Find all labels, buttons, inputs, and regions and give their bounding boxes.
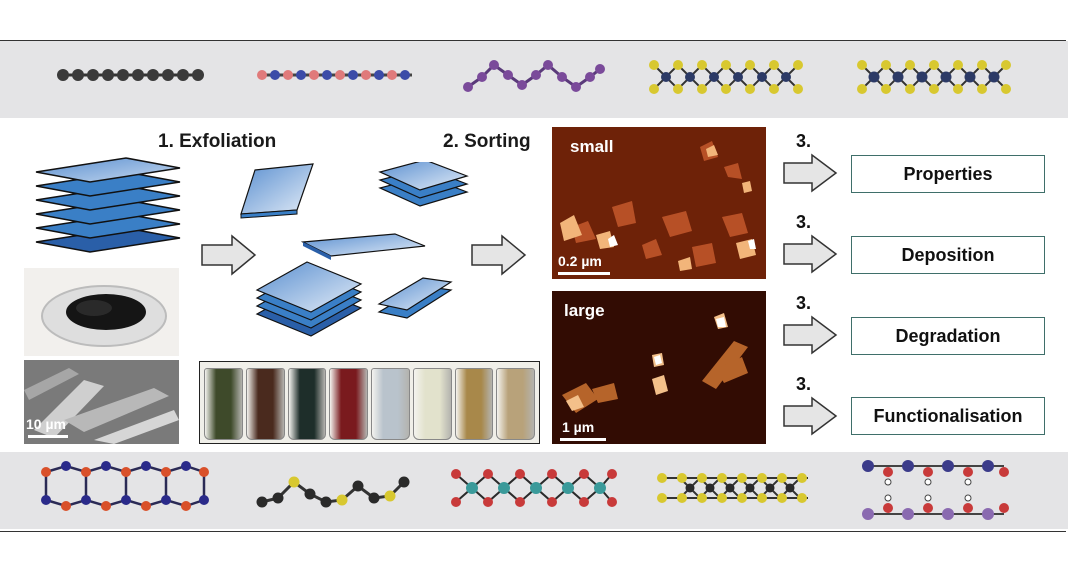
arrow-functionalisation-icon bbox=[783, 396, 838, 436]
bottom-structures bbox=[41, 460, 1009, 520]
step3-label-3: 3. bbox=[796, 293, 812, 313]
dispersion-vials-photo bbox=[199, 361, 540, 444]
bottom-structure-band bbox=[0, 452, 1068, 529]
outcome-properties: Properties bbox=[851, 155, 1045, 193]
top-structures bbox=[57, 60, 1011, 94]
outcome-functionalisation: Functionalisation bbox=[851, 397, 1045, 435]
hydroxide-bilayer-structure-icon bbox=[862, 460, 1009, 520]
boron-nitride-structure-icon bbox=[257, 70, 412, 80]
afm-large-scale-label: 1 µm bbox=[562, 419, 595, 435]
arrow-properties-icon bbox=[783, 153, 838, 193]
afm-large-scale-bar bbox=[560, 438, 606, 441]
figure-frame bbox=[0, 40, 1066, 532]
vial bbox=[245, 368, 285, 440]
vial bbox=[287, 368, 327, 440]
zigzag-sulfide-structure-icon bbox=[256, 476, 410, 508]
bulk-layer-stack-icon bbox=[35, 157, 181, 253]
step3-label-4: 3. bbox=[796, 374, 812, 394]
oxide-chain-structure-icon bbox=[41, 461, 209, 511]
arrow-exfoliation-icon bbox=[201, 234, 257, 276]
metal-oxide-structure-icon bbox=[451, 469, 617, 507]
arrow-degradation-icon bbox=[783, 315, 838, 355]
vial bbox=[496, 368, 535, 440]
sem-scale-label: 10 µm bbox=[26, 416, 66, 432]
vial bbox=[454, 368, 494, 440]
afm-small-label: small bbox=[570, 137, 614, 156]
step-exfoliation-label: 1. Exfoliation bbox=[158, 131, 277, 152]
phosphorene-structure-icon bbox=[463, 60, 605, 92]
afm-image-small: small 0.2 µm bbox=[552, 127, 766, 279]
sem-image: 10 µm bbox=[24, 360, 179, 444]
step3-label-2: 3. bbox=[796, 212, 812, 232]
afm-small-scale-label: 0.2 µm bbox=[558, 253, 602, 269]
step-sorting-label: 2. Sorting bbox=[443, 131, 531, 152]
arrow-deposition-icon bbox=[783, 234, 838, 274]
vial bbox=[412, 368, 452, 440]
graphene-structure-icon bbox=[57, 69, 204, 81]
afm-small-scale-bar bbox=[558, 272, 610, 275]
vial bbox=[371, 368, 410, 440]
exfoliated-flakes-icon bbox=[240, 162, 469, 337]
sem-scale-bar bbox=[28, 435, 68, 438]
outcome-degradation: Degradation bbox=[851, 317, 1045, 355]
step3-label-1: 3. bbox=[796, 131, 812, 151]
afm-image-large: large 1 µm bbox=[552, 291, 766, 444]
mos2-structure-icon bbox=[649, 60, 803, 94]
layered-sulfide-structure-icon bbox=[657, 473, 808, 503]
top-structure-band bbox=[0, 41, 1068, 118]
ws2-structure-icon bbox=[857, 60, 1011, 94]
vial bbox=[329, 368, 368, 440]
afm-large-label: large bbox=[564, 301, 605, 320]
outcome-deposition: Deposition bbox=[851, 236, 1045, 274]
powder-photo bbox=[24, 268, 179, 356]
arrow-sorting-icon bbox=[471, 234, 527, 276]
vial bbox=[204, 368, 243, 440]
